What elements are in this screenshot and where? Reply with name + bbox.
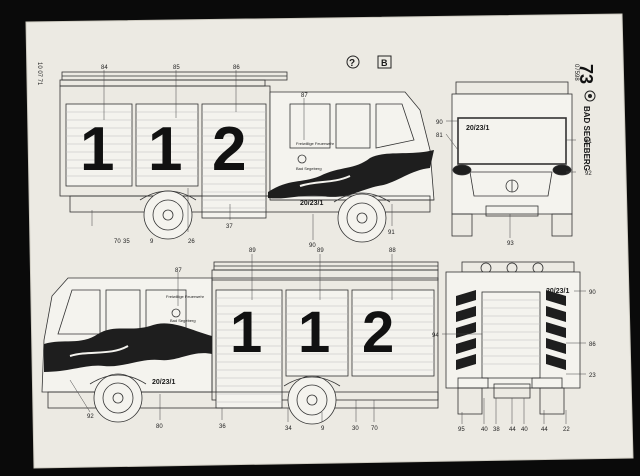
top-digit-2: 1 — [148, 115, 182, 184]
top-door-line-2: Bad Segeberg — [296, 166, 322, 171]
front-callsign: 20/23/1 — [466, 125, 489, 132]
label-70: 70 — [114, 239, 121, 245]
label-91: 91 — [388, 230, 395, 236]
bottom-digit-1: 1 — [230, 300, 262, 365]
truck-rear-view — [445, 261, 581, 415]
rear-bottom-95: 95 — [458, 427, 465, 433]
bottom-callouts — [69, 254, 393, 422]
rear-callsign: 20/23/1 — [546, 288, 569, 295]
front-label-91: 91 — [585, 139, 592, 145]
b-label-92: 92 — [87, 414, 94, 420]
bottom-door-line-2: Bad Segeberg — [170, 318, 196, 323]
rear-label-90: 90 — [589, 290, 596, 296]
truck-bottom-numerals: 1 1 2 — [230, 300, 394, 365]
decal-73-number: 73 — [576, 64, 596, 84]
label-86: 86 — [233, 65, 240, 71]
bottom-digit-2: 1 — [298, 300, 330, 365]
top-callouts — [91, 70, 393, 240]
front-label-81: 81 — [436, 133, 443, 139]
label-85: 85 — [173, 65, 180, 71]
decal-73-text: BAD SEGEBERG — [582, 106, 591, 171]
top-door-line-1: Freiwillige Feuerwehr — [296, 141, 335, 146]
top-digit-3: 2 — [212, 115, 246, 184]
bottom-callsign: 20/23/1 — [152, 379, 175, 386]
b-label-36: 36 — [219, 424, 226, 430]
label-35: 35 — [123, 239, 130, 245]
b-label-9: 9 — [321, 426, 325, 432]
rear-bottom-40b: 40 — [521, 427, 528, 433]
b-label-70: 70 — [371, 426, 378, 432]
label-87: 87 — [301, 93, 308, 99]
rear-bottom-38: 38 — [493, 427, 500, 433]
header-icons: ? B — [346, 55, 392, 69]
b-label-89: 89 — [249, 248, 256, 254]
b-label-87: 87 — [175, 268, 182, 274]
rear-callouts — [442, 290, 586, 424]
rear-label-23: 23 — [589, 373, 596, 379]
front-label-92: 92 — [585, 171, 592, 177]
front-callouts — [445, 120, 576, 238]
label-37: 37 — [226, 224, 233, 230]
side-code: 10 07 71 — [36, 62, 42, 86]
rear-bottom-40: 40 — [481, 427, 488, 433]
question-icon: ? — [349, 58, 355, 69]
b-label-80: 80 — [156, 424, 163, 430]
label-9: 9 — [150, 239, 154, 245]
rear-label-94: 94 — [432, 333, 439, 339]
truck-top-numerals: 1 1 2 — [80, 115, 246, 184]
truck-front-view — [451, 81, 573, 237]
b-label-89b: 89 — [317, 248, 324, 254]
b-badge-icon: B — [381, 58, 388, 68]
front-label-93: 93 — [507, 241, 514, 247]
truck-side-view-top — [59, 71, 435, 243]
label-26: 26 — [188, 239, 195, 245]
bottom-door-line-1: Freiwillige Feuerwehr — [166, 294, 205, 299]
rear-bottom-44: 44 — [509, 427, 516, 433]
decal-73: 73 BAD SEGEBERG — [576, 64, 596, 171]
b-label-34: 34 — [285, 426, 292, 432]
rear-bottom-22: 22 — [563, 427, 570, 433]
bottom-digit-3: 2 — [362, 300, 394, 365]
truck-side-view-bottom — [41, 261, 439, 425]
rear-label-86: 86 — [589, 342, 596, 348]
top-digit-1: 1 — [80, 115, 114, 184]
front-label-90: 90 — [436, 120, 443, 126]
b-label-30: 30 — [352, 426, 359, 432]
top-callsign: 20/23/1 — [300, 200, 323, 207]
label-90: 90 — [309, 243, 316, 249]
product-code: 07598 — [573, 64, 579, 81]
b-label-88: 88 — [389, 248, 396, 254]
rear-bottom-44b: 44 — [541, 427, 548, 433]
label-84: 84 — [101, 65, 108, 71]
